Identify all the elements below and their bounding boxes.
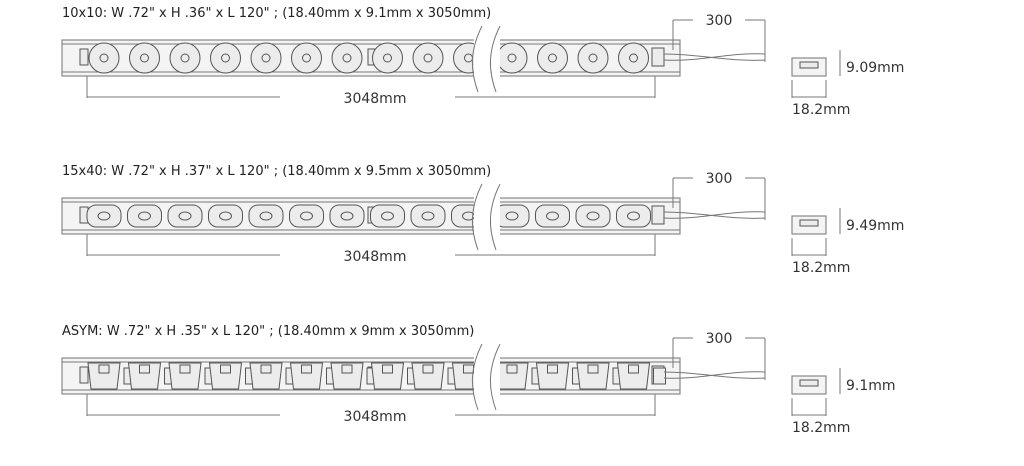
- width-label: 18.2mm: [792, 260, 850, 276]
- lead-length-label: 300: [706, 331, 733, 347]
- strip-round: 10x10: W .72" x H .36" x L 120" ; (18.40…: [61, 6, 904, 118]
- led-dot: [586, 211, 600, 221]
- led-lens: [249, 362, 283, 390]
- strip-asym: ASYM: W .72" x H .35" x L 120" ; (18.40m…: [61, 324, 896, 436]
- led-dot: [505, 211, 519, 221]
- led-chip: [260, 364, 272, 374]
- led-chip: [506, 364, 518, 374]
- strip-oval: 15x40: W .72" x H .37" x L 120" ; (18.40…: [61, 164, 904, 276]
- led-chip: [422, 364, 434, 374]
- led-dot: [342, 53, 352, 63]
- led-dot: [383, 53, 392, 63]
- led-lens: [370, 362, 405, 390]
- lead-wire: [663, 53, 766, 61]
- height-label: 9.1mm: [846, 378, 896, 394]
- led-chip: [301, 364, 312, 374]
- led-chip: [220, 364, 231, 374]
- led-lens: [87, 362, 121, 390]
- strip-title: 15x40: W .72" x H .37" x L 120" ; (18.40…: [62, 164, 491, 179]
- cross-section-led: [799, 379, 819, 387]
- led-chip: [139, 364, 150, 374]
- led-dot: [300, 211, 313, 221]
- connector: [79, 366, 89, 384]
- led-chip: [382, 364, 393, 374]
- break-mark: [471, 25, 483, 93]
- led-dot: [261, 53, 271, 63]
- led-lens: [576, 362, 610, 390]
- led-chip: [463, 364, 474, 374]
- width-label: 18.2mm: [792, 420, 850, 436]
- break-gap: [474, 192, 500, 240]
- strip-length-label: 3048mm: [344, 91, 407, 107]
- led-chip: [341, 364, 353, 374]
- break-gap: [474, 34, 500, 82]
- led-dot: [627, 211, 640, 221]
- connector: [79, 48, 89, 66]
- lead-wire: [663, 371, 766, 379]
- led-dot: [140, 53, 149, 63]
- led-lens: [535, 362, 570, 390]
- led-dot: [464, 53, 473, 63]
- strip-length-label: 3048mm: [344, 249, 407, 265]
- end-connector: [651, 205, 665, 225]
- led-lens: [289, 362, 324, 390]
- lead-wire: [663, 53, 766, 61]
- led-dot: [221, 53, 230, 63]
- led-dot: [259, 211, 273, 221]
- height-label: 9.09mm: [846, 60, 904, 76]
- led-dot: [340, 211, 354, 221]
- led-dot: [546, 211, 559, 221]
- break-mark: [489, 183, 501, 251]
- strip-title: 10x10: W .72" x H .36" x L 120" ; (18.40…: [62, 6, 491, 21]
- led-chip: [547, 364, 558, 374]
- break-mark: [471, 183, 483, 251]
- break-mark: [471, 343, 483, 411]
- break-mark: [489, 343, 501, 411]
- led-dot: [180, 53, 190, 63]
- led-chip: [98, 364, 110, 374]
- led-lens: [208, 362, 243, 390]
- led-chip: [179, 364, 191, 374]
- led-dot: [548, 53, 557, 63]
- led-dot: [423, 53, 433, 63]
- lead-length-label: 300: [706, 13, 733, 29]
- led-dot: [507, 53, 517, 63]
- led-lens: [127, 362, 162, 390]
- resistor: [653, 367, 666, 385]
- led-dot: [629, 53, 638, 63]
- strip-title: ASYM: W .72" x H .35" x L 120" ; (18.40m…: [62, 324, 474, 339]
- led-dot: [97, 211, 111, 221]
- led-dot: [138, 211, 151, 221]
- lead-wire: [663, 211, 766, 219]
- break-mark: [489, 25, 501, 93]
- led-dot: [219, 211, 232, 221]
- height-label: 9.49mm: [846, 218, 904, 234]
- lead-length-label: 300: [706, 171, 733, 187]
- cross-section-led: [799, 61, 819, 69]
- led-dot: [302, 53, 311, 63]
- lead-wire: [663, 371, 766, 379]
- strip-length-label: 3048mm: [344, 409, 407, 425]
- led-dot: [99, 53, 109, 63]
- led-lens: [411, 362, 445, 390]
- cross-section-led: [799, 219, 819, 227]
- led-dot: [381, 211, 394, 221]
- led-lens: [330, 362, 364, 390]
- led-dot: [421, 211, 435, 221]
- end-connector: [651, 47, 665, 67]
- led-lens: [168, 362, 202, 390]
- led-dot: [588, 53, 598, 63]
- lead-wire: [663, 211, 766, 219]
- break-gap: [474, 352, 500, 400]
- led-lens: [616, 362, 651, 390]
- led-dot: [178, 211, 192, 221]
- led-chip: [628, 364, 639, 374]
- led-chip: [587, 364, 599, 374]
- width-label: 18.2mm: [792, 102, 850, 118]
